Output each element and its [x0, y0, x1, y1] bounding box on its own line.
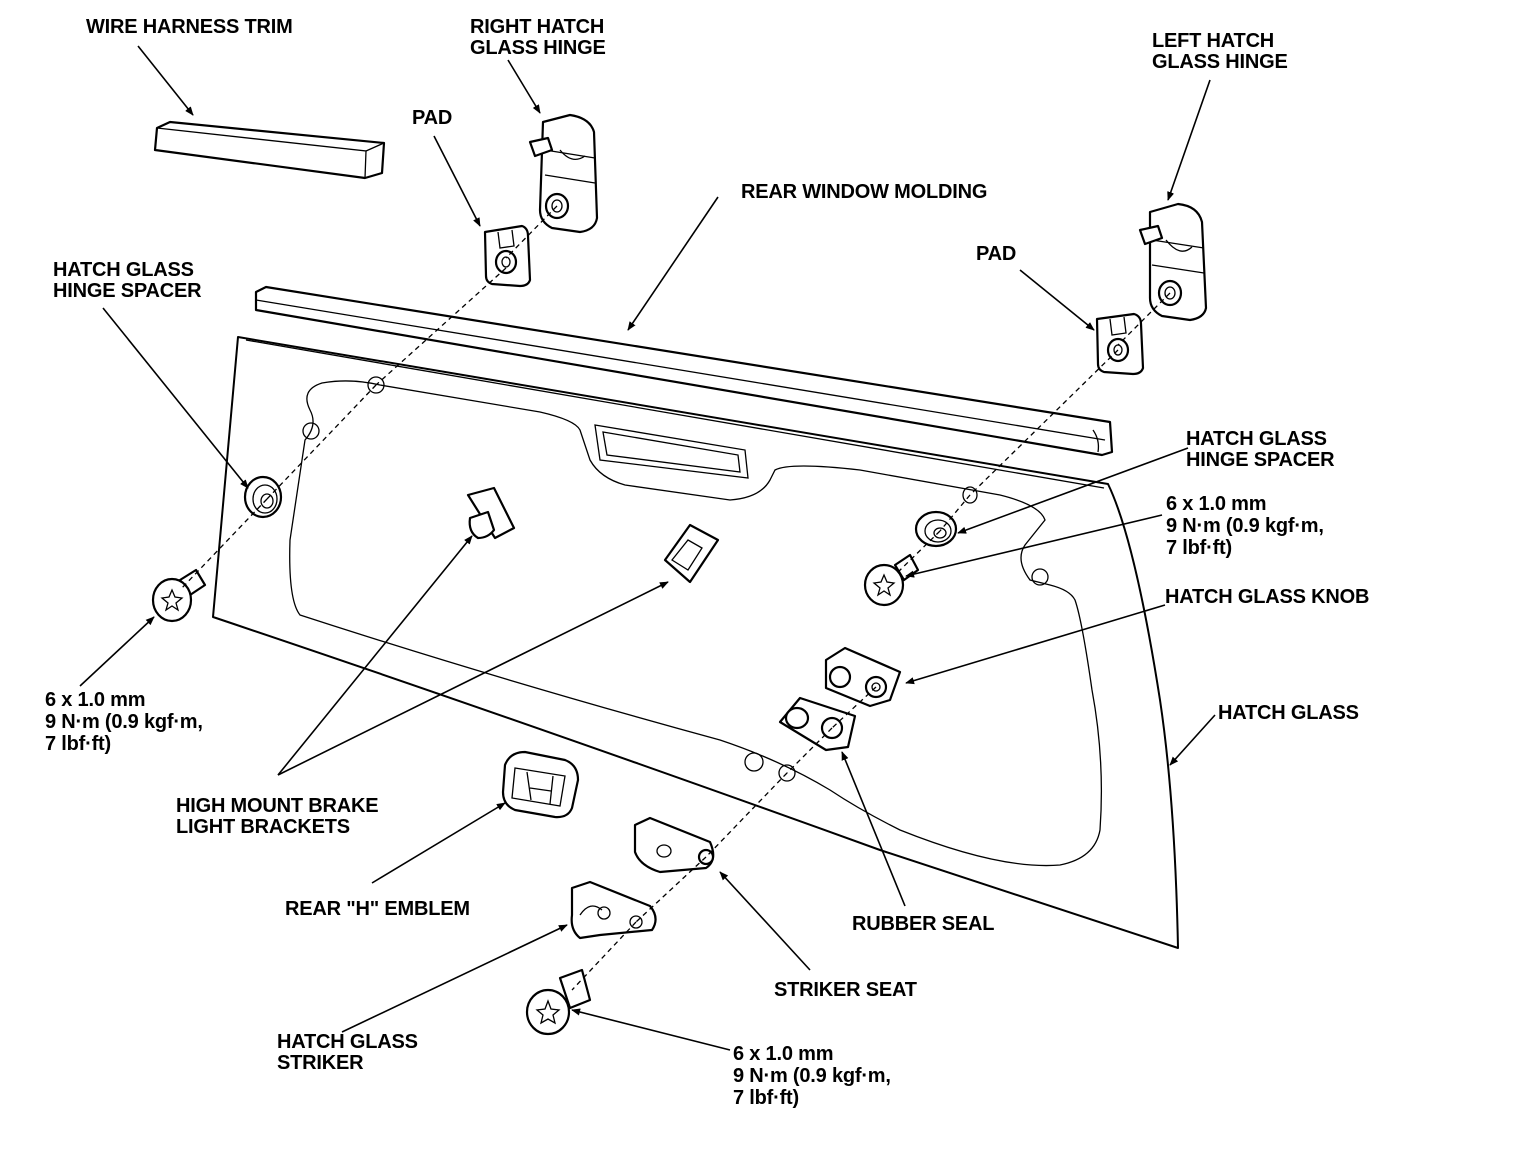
- brake-light-bracket-2: [663, 523, 720, 584]
- rubber-seal: [778, 696, 857, 752]
- label-line: GLASS HINGE: [470, 37, 606, 59]
- alignment-lines: [179, 205, 1171, 991]
- striker-seat: [633, 816, 715, 874]
- hatch-glass-knob: [824, 646, 902, 708]
- label-torque-bottom: 6 x 1.0 mm 9 N·m (0.9 kgf·m, 7 lbf·ft): [733, 1043, 891, 1109]
- label-line: HINGE SPACER: [53, 280, 202, 302]
- right-hatch-glass-hinge: [528, 113, 599, 234]
- label-line: 6 x 1.0 mm: [733, 1043, 834, 1065]
- label-hinge-spacer-left: HATCH GLASS HINGE SPACER: [53, 259, 202, 302]
- label-line: GLASS HINGE: [1152, 51, 1288, 73]
- label-line: HATCH GLASS: [277, 1031, 418, 1053]
- label-pad-left-hinge: PAD: [976, 243, 1017, 265]
- left-hatch-glass-hinge: [1138, 202, 1208, 322]
- label-rear-h-emblem: REAR "H" EMBLEM: [285, 898, 470, 920]
- label-line: 9 N·m (0.9 kgf·m,: [45, 711, 203, 733]
- label-rubber-seal: RUBBER SEAL: [852, 913, 995, 935]
- label-brake-light-brackets: HIGH MOUNT BRAKE LIGHT BRACKETS: [176, 795, 379, 838]
- rear-window-molding: [254, 285, 1114, 457]
- leader-arrows: [79, 45, 1216, 1051]
- wire-harness-trim: [153, 120, 386, 180]
- label-right-hatch-glass-hinge: RIGHT HATCH GLASS HINGE: [470, 17, 606, 59]
- label-line: 7 lbf·ft): [1166, 537, 1232, 559]
- label-line: 9 N·m (0.9 kgf·m,: [1166, 515, 1324, 537]
- label-hatch-glass-striker: HATCH GLASS STRIKER: [277, 1032, 418, 1074]
- label-line: HATCH GLASS: [1186, 428, 1327, 450]
- label-line: HIGH MOUNT BRAKE: [176, 795, 379, 817]
- label-left-hatch-glass-hinge: LEFT HATCH GLASS HINGE: [1152, 31, 1288, 73]
- label-line: STRIKER: [277, 1052, 364, 1074]
- label-wire-harness-trim: WIRE HARNESS TRIM: [86, 16, 293, 38]
- label-line: 7 lbf·ft): [733, 1087, 799, 1109]
- pad-right-hinge: [483, 224, 532, 288]
- label-line: LIGHT BRACKETS: [176, 816, 350, 838]
- label-torque-left: 6 x 1.0 mm 9 N·m (0.9 kgf·m, 7 lbf·ft): [45, 689, 203, 755]
- label-striker-seat: STRIKER SEAT: [774, 979, 917, 1001]
- brake-light-bracket-1: [466, 486, 516, 540]
- pad-left-hinge: [1095, 312, 1145, 376]
- bolt-bottom: [525, 968, 592, 1036]
- hatch-glass-striker: [570, 880, 657, 940]
- label-line: 6 x 1.0 mm: [45, 689, 146, 711]
- label-line: 6 x 1.0 mm: [1166, 493, 1267, 515]
- label-hatch-glass-knob: HATCH GLASS KNOB: [1165, 586, 1370, 608]
- label-line: HINGE SPACER: [1186, 449, 1335, 471]
- label-line: 9 N·m (0.9 kgf·m,: [733, 1065, 891, 1087]
- bolt-right: [863, 553, 920, 607]
- rear-h-emblem: [501, 750, 580, 819]
- label-line: HATCH GLASS: [53, 259, 194, 281]
- label-line: 7 lbf·ft): [45, 733, 111, 755]
- label-line: LEFT HATCH: [1152, 30, 1275, 52]
- hinge-spacer-left: [243, 475, 283, 519]
- label-line: RIGHT HATCH: [470, 16, 605, 38]
- bolt-left: [151, 568, 207, 623]
- label-torque-right: 6 x 1.0 mm 9 N·m (0.9 kgf·m, 7 lbf·ft): [1166, 493, 1324, 559]
- hatch-glass-panel: [212, 336, 1179, 949]
- hinge-spacer-right: [914, 510, 958, 548]
- label-hatch-glass: HATCH GLASS: [1218, 702, 1359, 724]
- label-hinge-spacer-right: HATCH GLASS HINGE SPACER: [1186, 428, 1335, 471]
- label-pad-right-hinge: PAD: [412, 107, 453, 129]
- label-rear-window-molding: REAR WINDOW MOLDING: [741, 181, 988, 203]
